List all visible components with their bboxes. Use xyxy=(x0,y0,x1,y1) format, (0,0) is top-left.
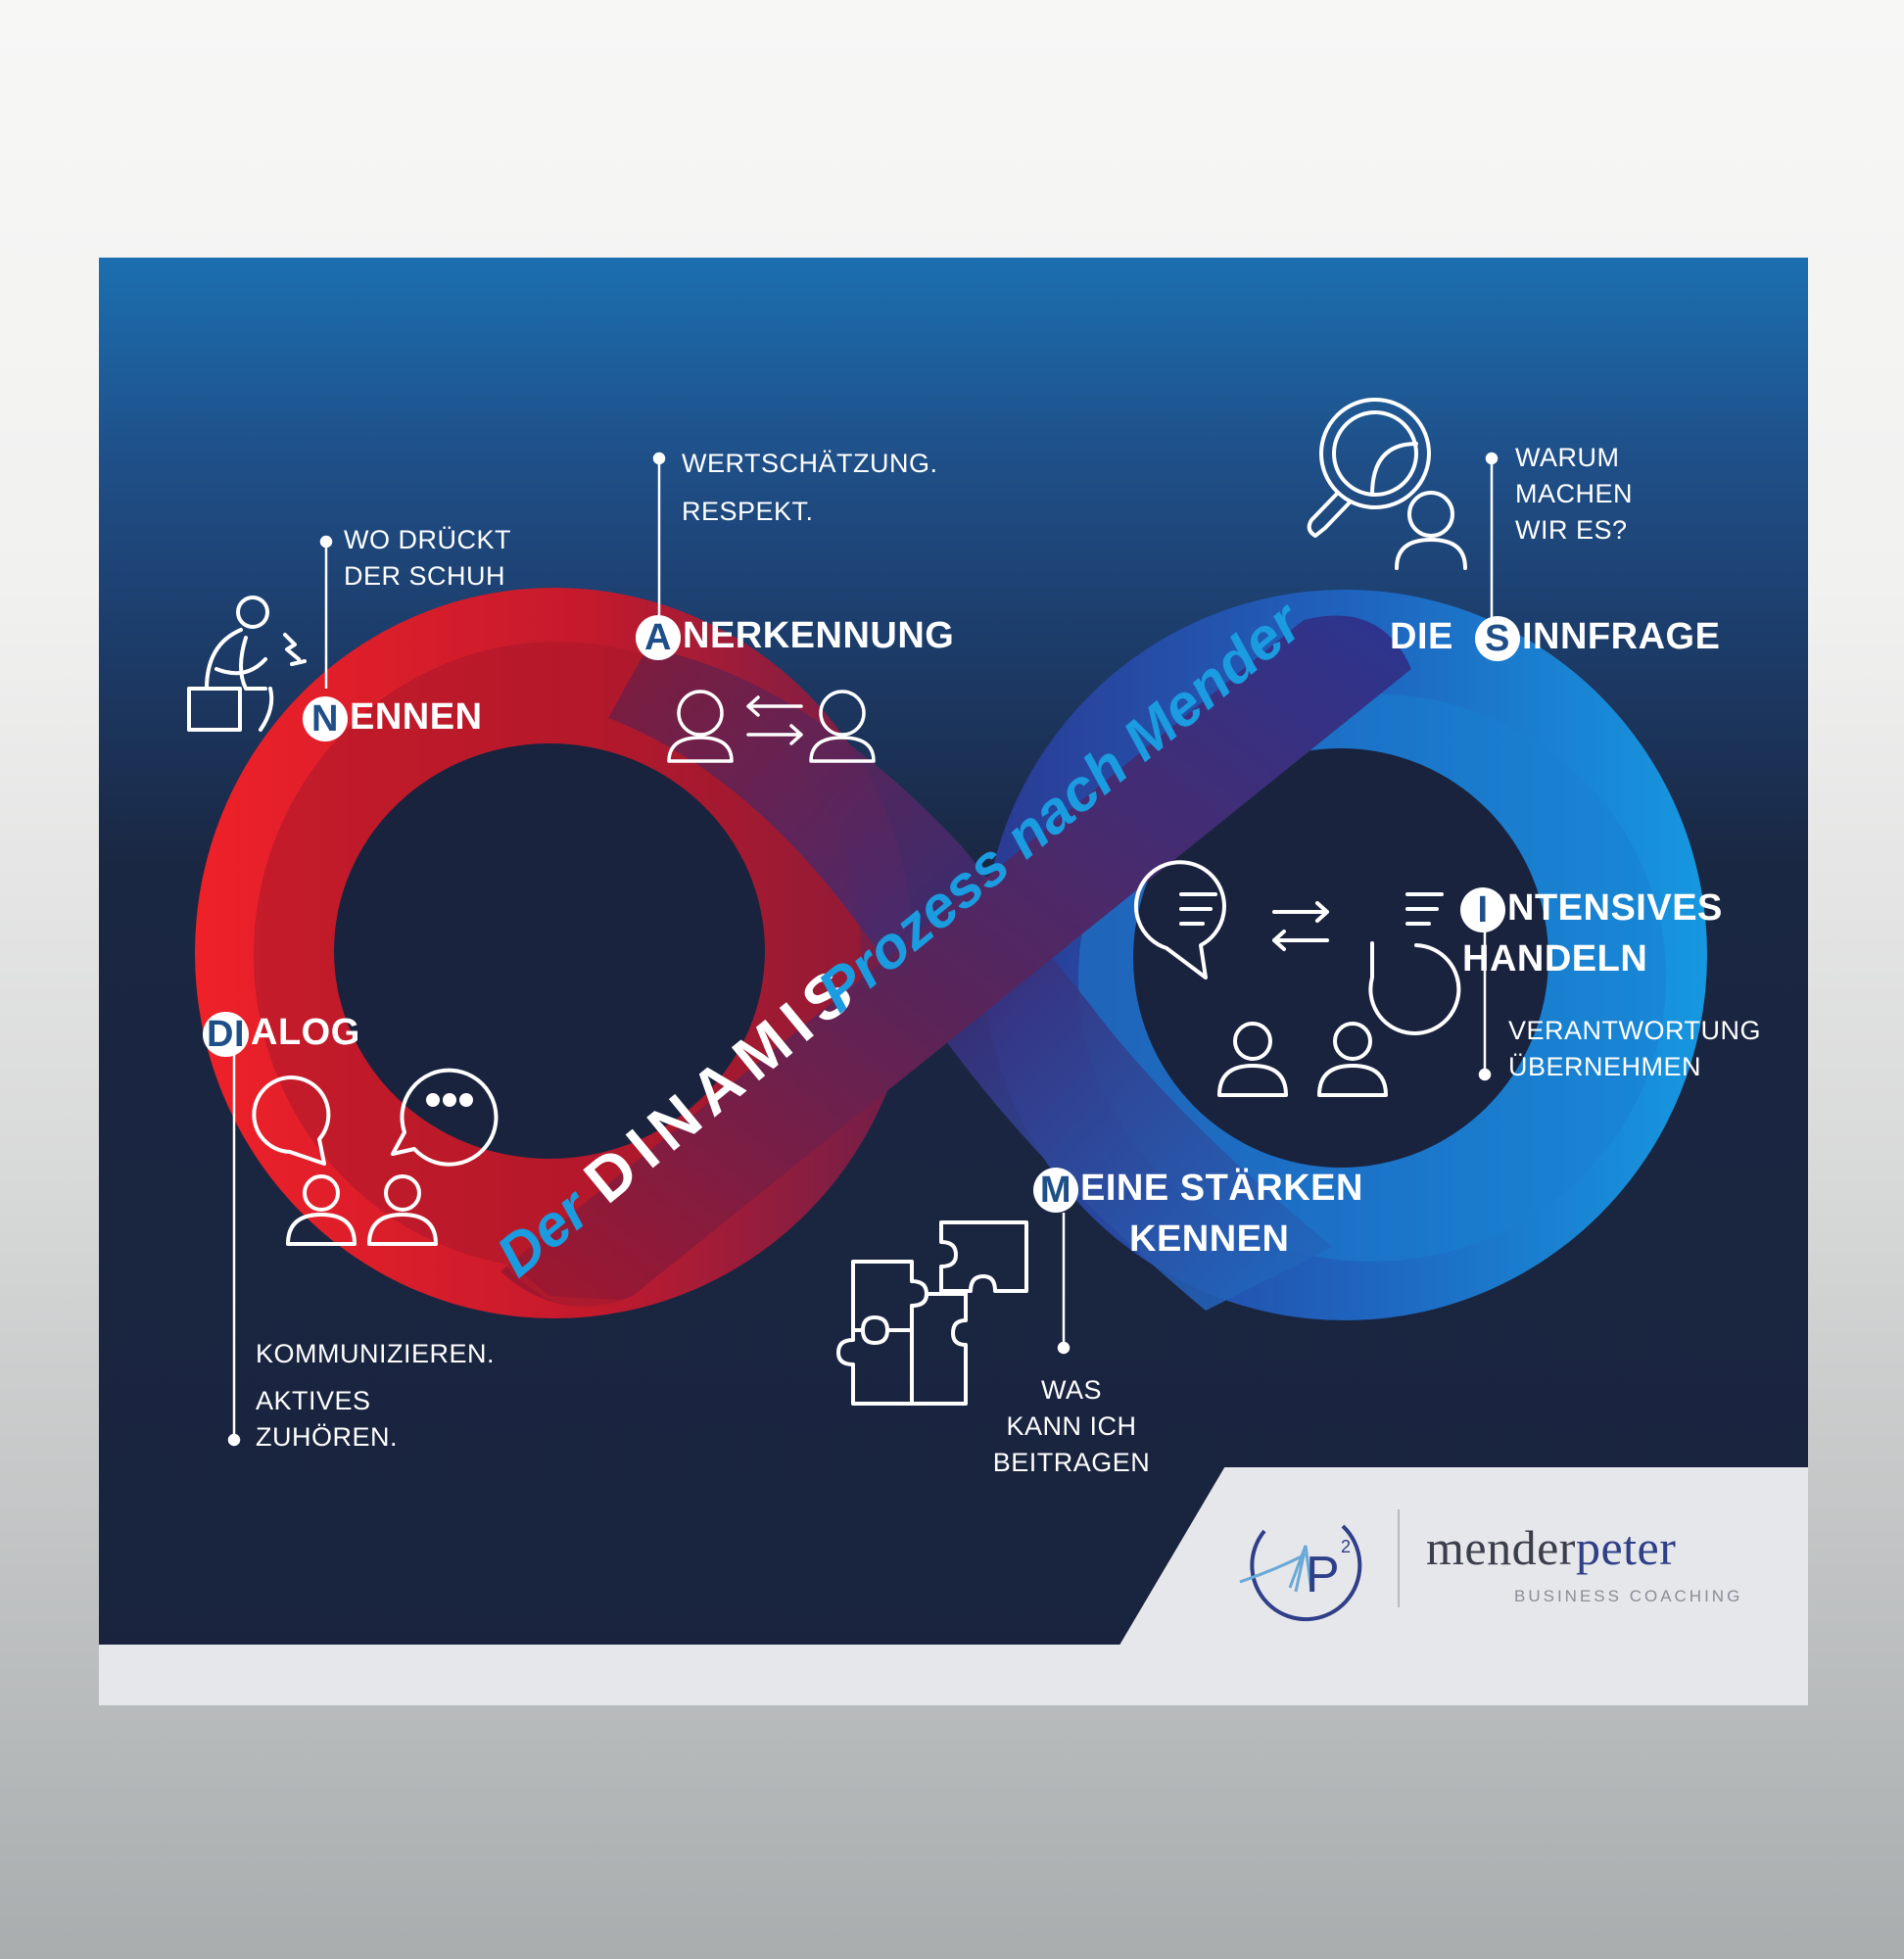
logo-divider xyxy=(1398,1509,1400,1607)
brand-tagline: BUSINESS COACHING xyxy=(1514,1587,1743,1605)
note-sinnfrage: WARUM MACHEN WIR ES? xyxy=(1515,440,1633,549)
poster: Der DINAMIS Prozess nach Mender xyxy=(99,258,1808,1705)
heading-sinnfrage-rest: INNFRAGE xyxy=(1521,616,1721,657)
badge-i: I xyxy=(1460,886,1505,932)
note-nennen: WO DRÜCKT DER SCHUH xyxy=(344,522,511,595)
heading-sinnfrage-pre: DIE xyxy=(1390,616,1453,657)
puzzle-icon xyxy=(836,1220,1028,1406)
note-meine-staerken: WAS KANN ICH BEITRAGEN xyxy=(988,1372,1155,1481)
brand-name-part2: peter xyxy=(1575,1520,1677,1575)
brand-name-part1: mender xyxy=(1426,1520,1576,1575)
conversation-exchange-icon xyxy=(1133,860,1461,1097)
badge-di: DI xyxy=(203,1011,249,1057)
note-handeln-line: VERANTWORTUNG xyxy=(1508,1016,1762,1045)
person-pain-icon xyxy=(187,596,307,732)
badge-a: A xyxy=(636,614,681,660)
note-dialog-line: AKTIVES xyxy=(256,1386,371,1415)
note-intensives-handeln: VERANTWORTUNG ÜBERNEHMEN xyxy=(1508,1013,1761,1085)
note-nennen-line: WO DRÜCKT xyxy=(344,525,511,554)
heading-dialog-rest: ALOG xyxy=(251,1012,360,1053)
badge-s: S xyxy=(1474,615,1520,661)
infinity-diagram: Der DINAMIS Prozess nach Mender xyxy=(187,398,1707,1447)
note-staerken-line: WAS xyxy=(1041,1375,1102,1405)
heading-anerkennung-rest: NERKENNUNG xyxy=(683,615,955,656)
note-dialog-line: KOMMUNIZIEREN. xyxy=(256,1339,496,1368)
heading-handeln: HANDELN xyxy=(1462,938,1648,980)
connector-lines xyxy=(227,452,1499,1447)
note-dialog-line: ZUHÖREN. xyxy=(256,1422,398,1452)
note-anerkennung-line: WERTSCHÄTZUNG. xyxy=(682,449,938,478)
note-handeln-line: ÜBERNEHMEN xyxy=(1508,1052,1702,1081)
note-sinnfrage-line: WARUM xyxy=(1515,443,1620,472)
note-dialog: KOMMUNIZIEREN. AKTIVES ZUHÖREN. xyxy=(256,1336,495,1456)
heading-intensives-rest: NTENSIVES xyxy=(1507,887,1723,929)
note-anerkennung-line: RESPEKT. xyxy=(682,497,814,526)
note-staerken-line: KANN ICH xyxy=(1006,1411,1137,1441)
note-sinnfrage-line: MACHEN xyxy=(1515,479,1634,508)
dialog-people-icon xyxy=(252,1068,499,1246)
logo-panel xyxy=(1118,1467,1808,1648)
heading-meine-staerken-rest: EINE STÄRKEN xyxy=(1080,1168,1363,1209)
note-staerken-line: BEITRAGEN xyxy=(992,1448,1151,1477)
note-anerkennung: WERTSCHÄTZUNG. RESPEKT. xyxy=(682,440,938,536)
note-nennen-line: DER SCHUH xyxy=(344,561,506,591)
band-over xyxy=(500,615,1411,1307)
magnifier-person-icon xyxy=(1307,398,1467,570)
badge-n: N xyxy=(303,695,348,741)
heading-kennen: KENNEN xyxy=(1129,1218,1290,1260)
logo-superscript: 2 xyxy=(1341,1537,1351,1556)
badge-m: M xyxy=(1033,1167,1078,1213)
brand-name: menderpeter xyxy=(1426,1519,1676,1576)
brand-logo-mark: P 2 xyxy=(1239,1524,1362,1622)
logo-letter: P xyxy=(1306,1547,1340,1603)
heading-nennen-rest: ENNEN xyxy=(350,696,483,738)
people-exchange-icon xyxy=(667,690,876,763)
note-sinnfrage-line: WIR ES? xyxy=(1515,515,1628,545)
footer-strip xyxy=(99,1645,1808,1705)
